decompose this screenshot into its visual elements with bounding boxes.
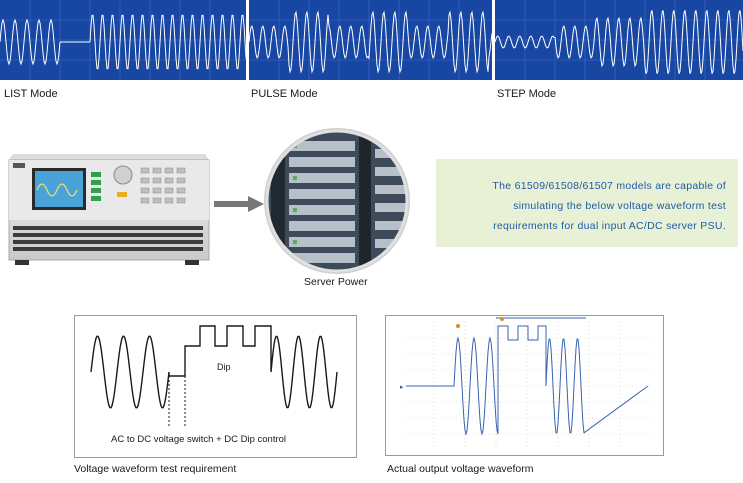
dip-label: Dip (217, 362, 231, 372)
list-mode-label: LIST Mode (4, 88, 58, 100)
switch-label: AC to DC voltage switch + DC Dip control (111, 434, 287, 445)
right-arrow-icon (214, 196, 264, 212)
step-mode-waveform (495, 0, 743, 80)
list-mode-panel (0, 0, 246, 80)
requirement-diagram-frame: Dip AC to DC voltage switch + DC Dip con… (74, 315, 357, 458)
callout-text: The 61509/61508/61507 models are capable… (492, 180, 726, 232)
scope-waveform: ▸ (400, 317, 650, 450)
server-power-label: Server Power (304, 276, 368, 288)
list-mode-waveform (0, 0, 246, 80)
server-rack-image (264, 128, 410, 274)
step-mode-label: STEP Mode (497, 88, 557, 100)
requirement-caption: Voltage waveform test requirement (74, 463, 237, 475)
requirement-waveform (90, 325, 338, 426)
callout-box: The 61509/61508/61507 models are capable… (436, 159, 738, 247)
step-mode-panel (495, 0, 743, 80)
actual-caption: Actual output voltage waveform (387, 463, 534, 475)
scope-capture-frame: ▸ (385, 315, 664, 456)
pulse-mode-waveform (249, 0, 492, 80)
svg-text:▸: ▸ (400, 384, 404, 391)
pulse-mode-label: PULSE Mode (251, 88, 318, 100)
power-supply-instrument (8, 154, 210, 265)
pulse-mode-panel (249, 0, 492, 80)
